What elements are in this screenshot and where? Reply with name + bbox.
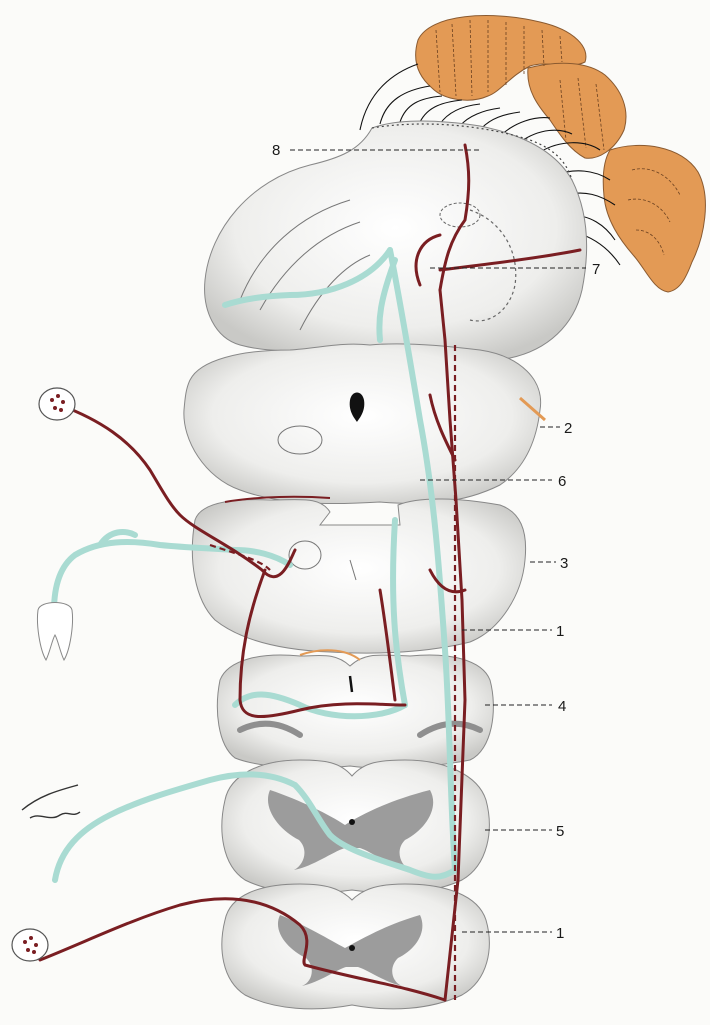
label-2: 2	[564, 420, 572, 437]
label-1-upper: 1	[556, 623, 564, 640]
diencephalon-section	[205, 121, 587, 359]
label-6: 6	[558, 473, 566, 490]
ganglion-cells	[12, 388, 75, 961]
label-1-lower: 1	[556, 925, 564, 942]
label-7: 7	[592, 261, 600, 278]
skin-receptor-icon	[22, 785, 80, 818]
tooth-icon	[37, 603, 72, 661]
label-8: 8	[272, 142, 280, 159]
pons-section	[192, 497, 525, 653]
label-5: 5	[556, 823, 564, 840]
midbrain-section	[184, 344, 545, 504]
label-4: 4	[558, 698, 566, 715]
label-3: 3	[560, 555, 568, 572]
